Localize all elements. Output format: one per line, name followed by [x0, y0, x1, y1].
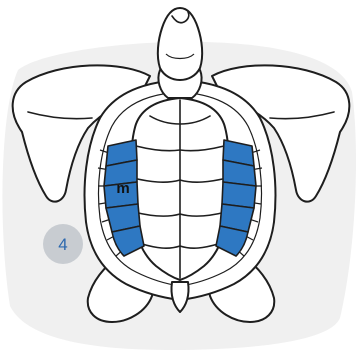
- right-scute-5: [215, 225, 249, 257]
- step-badge-number: 4: [58, 235, 67, 254]
- right-inframarginal-scutes: [215, 139, 257, 257]
- tail: [170, 281, 190, 313]
- head: [156, 7, 204, 81]
- right-front-flipper: [211, 64, 351, 203]
- left-flipper-crease: [27, 111, 93, 120]
- left-inframarginal-scutes: [103, 139, 145, 257]
- scute-label-m: m: [116, 180, 129, 197]
- left-scute-5: [111, 225, 145, 257]
- head-beak-line: [171, 11, 190, 24]
- right-flipper-crease: [269, 111, 335, 120]
- step-badge: [43, 224, 83, 264]
- plastron-seams: [132, 115, 228, 249]
- head-jaw-line: [165, 53, 195, 60]
